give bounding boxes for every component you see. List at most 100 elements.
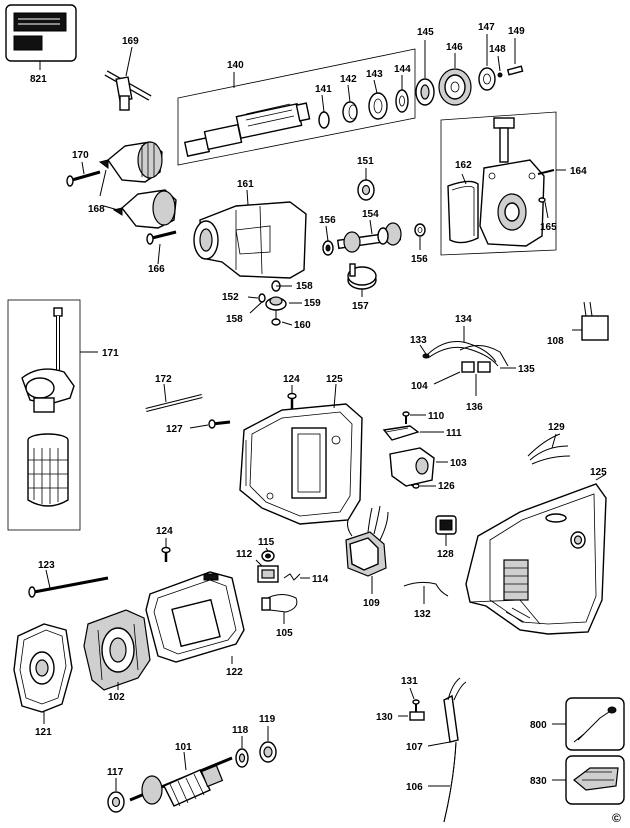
part-129-brush-leads (527, 433, 571, 465)
callout-141: 141 (315, 84, 332, 95)
callout-110: 110 (428, 411, 445, 422)
callout-125-upper: 125 (326, 374, 343, 385)
callout-123: 123 (38, 560, 55, 571)
callout-830: 830 (530, 776, 547, 787)
callout-107: 107 (406, 742, 423, 753)
callout-140: 140 (227, 60, 244, 71)
part-125-housing-right (465, 473, 607, 635)
callout-145: 145 (417, 27, 434, 38)
part-830-accessory (552, 755, 625, 805)
callout-111: 111 (446, 428, 462, 439)
callout-103: 103 (450, 458, 467, 469)
callout-131: 131 (401, 676, 418, 687)
part-131-cord-clamp-screw (409, 687, 420, 712)
callout-157: 157 (352, 301, 369, 312)
part-171-side-handle (7, 299, 98, 531)
part-128-knob (435, 515, 457, 546)
part-821-label-plate (5, 4, 77, 70)
part-103-switch (389, 447, 448, 489)
callout-112: 112 (236, 549, 253, 560)
callout-117: 117 (107, 767, 124, 778)
callout-169: 169 (122, 36, 139, 47)
callout-129: 129 (548, 422, 565, 433)
callout-166: 166 (148, 264, 165, 275)
callout-160: 160 (294, 320, 311, 331)
callout-162: 162 (455, 160, 472, 171)
callout-133: 133 (410, 335, 427, 346)
callout-125-lower: 125 (590, 467, 607, 478)
callout-134: 134 (455, 314, 472, 325)
callout-101: 101 (175, 742, 192, 753)
part-140-spindle-group (177, 48, 416, 166)
callout-127: 127 (166, 424, 183, 435)
part-119-bearing (259, 726, 277, 763)
callout-148: 148 (489, 44, 506, 55)
callout-102: 102 (108, 692, 125, 703)
callout-132: 132 (414, 609, 431, 620)
part-101-armature (129, 751, 233, 807)
part-115-brush (261, 547, 275, 562)
callout-115: 115 (258, 537, 275, 548)
callout-821: 821 (30, 74, 47, 85)
callout-159: 159 (304, 298, 321, 309)
part-109-switch-wiring (345, 505, 389, 594)
part-130-cord-clamp (398, 711, 425, 721)
callout-109: 109 (363, 598, 380, 609)
part-124-screw-lower (161, 538, 171, 562)
part-166-screw (146, 230, 177, 265)
callout-164: 164 (570, 166, 587, 177)
part-170-screw (66, 161, 101, 187)
callout-105: 105 (276, 628, 293, 639)
callout-114: 114 (312, 574, 329, 585)
part-151-bearing (357, 168, 375, 201)
callout-130: 130 (376, 712, 393, 723)
callout-143: 143 (366, 69, 383, 80)
part-118-bearing (235, 736, 249, 768)
callout-156-upper: 156 (319, 215, 336, 226)
callout-121: 121 (35, 727, 52, 738)
part-105-spring-clip (261, 594, 298, 624)
part-800-accessory (552, 697, 625, 751)
callout-172: 172 (155, 374, 172, 385)
callout-136: 136 (466, 402, 483, 413)
callout-149: 149 (508, 26, 525, 37)
part-114-spring (283, 573, 310, 581)
part-154-intermediate-shaft (322, 219, 426, 256)
callout-152: 152 (222, 292, 239, 303)
part-152-158-159-160-fasteners (247, 280, 302, 326)
callout-142: 142 (340, 74, 357, 85)
callout-171: 171 (102, 348, 119, 359)
part-145-to-149-gear-train (415, 34, 524, 106)
part-106-power-cord (428, 741, 457, 823)
callout-158-right: 158 (296, 281, 313, 292)
part-127-screw (189, 419, 231, 429)
part-112-brush-holder (255, 559, 279, 583)
part-102-field-coil (83, 609, 151, 691)
part-125-housing-left (239, 383, 363, 525)
callout-144: 144 (394, 64, 411, 75)
part-123-long-screw (28, 569, 109, 598)
callout-168: 168 (88, 204, 105, 215)
callout-135: 135 (518, 364, 535, 375)
callout-146: 146 (446, 42, 463, 53)
callout-128: 128 (437, 549, 454, 560)
callout-106: 106 (406, 782, 423, 793)
callout-165: 165 (540, 222, 557, 233)
part-124-screw-upper (287, 385, 297, 410)
part-108-capacitor (572, 301, 609, 341)
part-107-cord-guard (427, 677, 467, 747)
callout-118: 118 (232, 725, 249, 736)
callout-158-left: 158 (226, 314, 243, 325)
callout-161: 161 (237, 179, 254, 190)
callout-119: 119 (259, 714, 276, 725)
callout-800: 800 (530, 720, 547, 731)
part-168-chuck (98, 141, 177, 229)
callout-124-upper: 124 (283, 374, 300, 385)
part-110-111-switch-parts (382, 411, 444, 441)
part-121-end-plate (13, 623, 73, 724)
part-164-hammer-mechanism-group (440, 111, 566, 256)
part-122-field-housing (145, 571, 245, 664)
part-157-cam (347, 263, 377, 297)
part-172-depth-rod (145, 383, 203, 412)
